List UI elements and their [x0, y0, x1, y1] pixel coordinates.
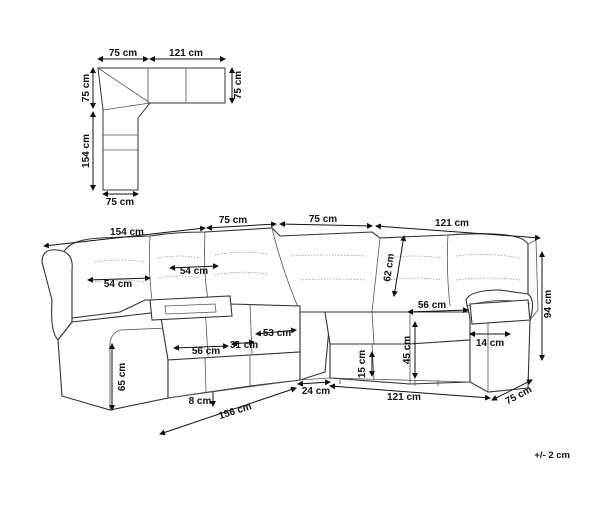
front-dimension-lines — [43, 221, 545, 436]
plan-left-depth-label: 75 cm — [81, 74, 92, 102]
back-height-label: 62 cm — [382, 253, 397, 283]
seat-depth-mid-label: 53 cm — [263, 328, 291, 339]
corner-right-label: 75 cm — [309, 214, 337, 225]
overall-right-label: 121 cm — [435, 218, 469, 229]
plan-outline — [97, 67, 226, 191]
seat-depth-left-label: 56 cm — [192, 346, 220, 357]
tolerance-note: +/- 2 cm — [534, 450, 570, 461]
plan-top-left-width-label: 75 cm — [109, 48, 137, 59]
seat-height-right-label: 45 cm — [402, 336, 413, 364]
leg-height-label: 15 cm — [357, 350, 368, 378]
plan-view: 75 cm 121 cm 75 cm 75 cm 154 cm 75 cm — [81, 48, 244, 208]
sofa-drawing — [41, 227, 539, 411]
leg-clearance-label: 8 cm — [189, 396, 212, 407]
plan-left-length-label: 154 cm — [81, 134, 92, 168]
plan-bottom-width-label: 75 cm — [106, 197, 134, 208]
seat-width-console-label: 54 cm — [180, 266, 208, 277]
overall-left-label: 154 cm — [110, 227, 144, 238]
corner-left-label: 75 cm — [219, 215, 247, 226]
seat-height-left-label: 65 cm — [117, 363, 128, 391]
arm-height-right-label: 14 cm — [476, 338, 504, 349]
total-height-label: 94 cm — [543, 290, 554, 318]
base-left-label: 156 cm — [217, 401, 253, 422]
console-width-label: 31 cm — [230, 340, 258, 351]
base-corner-label: 24 cm — [302, 386, 330, 397]
plan-right-depth-label: 75 cm — [233, 71, 244, 99]
base-right-label: 121 cm — [387, 392, 421, 403]
seat-width-left-label: 54 cm — [104, 279, 132, 290]
plan-top-width-label: 121 cm — [169, 48, 203, 59]
arm-width-right-label: 56 cm — [418, 300, 446, 311]
